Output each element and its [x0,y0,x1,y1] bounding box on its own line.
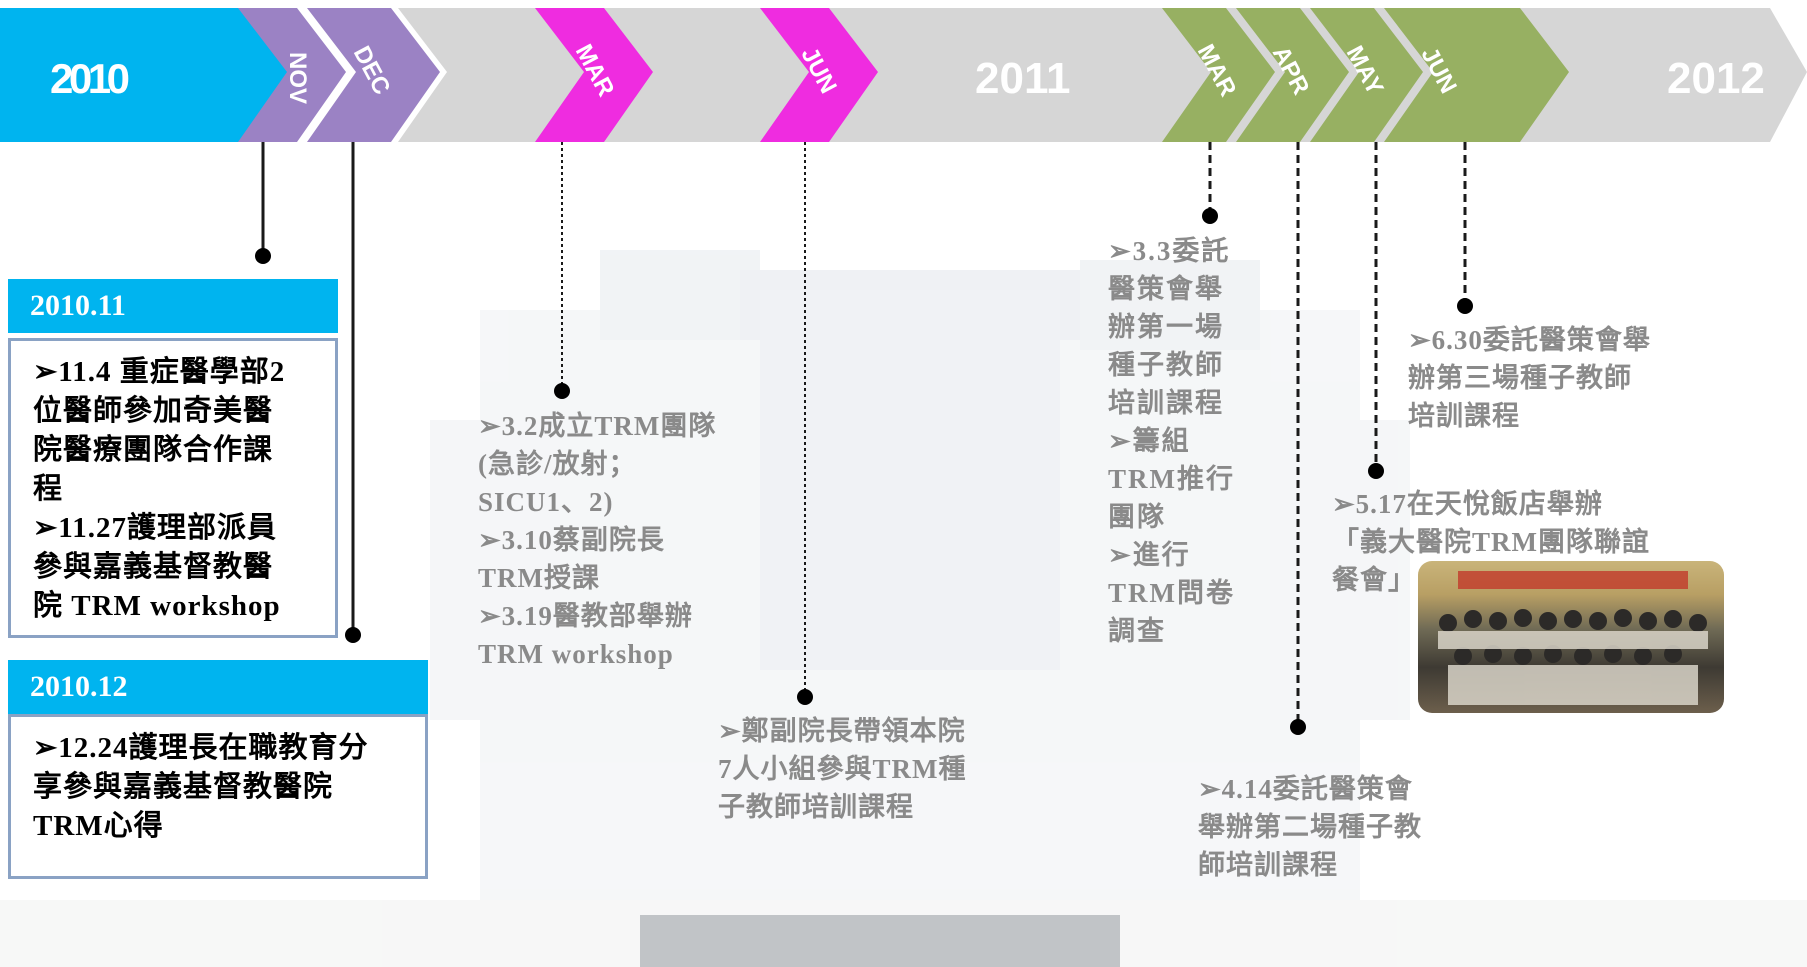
month-arrow-mar-2012 [1162,8,1275,142]
event-text-jun-2011: ➢鄭副院長帶領本院 7人小組參與TRM種 子教師培訓課程 [718,716,967,822]
event-text-jun-2012: ➢6.30委託醫策會舉 辦第三場種子教師 培訓課程 [1408,325,1651,431]
event-text-apr-2012: ➢4.14委託醫策會 舉辦第二場種子教 師培訓課程 [1198,774,1422,880]
month-arrow-dec [307,8,440,142]
background-building [0,250,1807,967]
dot-jun-2011 [797,689,813,705]
dot-mar-2011 [554,383,570,399]
dot-mar-2012 [1202,208,1218,224]
month-arrow-may-2012 [1310,8,1423,142]
year-2010-label: 2010 [50,55,130,102]
month-arrow-nov [238,8,346,142]
year-2012-label: 2012 [1667,54,1765,103]
month-arrow-jun-2012 [1384,8,1569,142]
dot-dec-2010 [345,627,361,643]
event-text-mar-2012: ➢3.3委託 醫策會舉 辦第一場 種子教師 培訓課程 ➢籌組 TRM推行 團隊 … [1108,236,1235,646]
year-band-2010 [0,8,297,142]
event-text-nov-2010: ➢11.4 重症醫學部2 位醫師參加奇美醫 院醫療團隊合作課 程 ➢11.27護… [33,356,286,622]
event-text-dec-2010: ➢12.24護理長在職教育分 享參與嘉義基督教醫院 TRM心得 [33,732,369,842]
dot-apr-2012 [1290,719,1306,735]
month-label-nov: NOV [284,52,311,104]
group-photo [1418,561,1724,713]
month-arrow-apr-2012 [1236,8,1349,142]
group-photo-figures [1438,571,1708,705]
dot-may-2012 [1368,463,1384,479]
connectors [255,142,1473,735]
event-box-nov-2010: ➢11.4 重症醫學部2 位醫師參加奇美醫 院醫療團隊合作課 程 ➢11.27護… [8,338,338,638]
month-arrow-mar-2011 [535,8,653,142]
month-arrow-jun-2011 [760,8,878,142]
timeline-bar: 2010 2011 2012 NOV DEC MAR JUN MAR APR M… [0,8,1807,142]
event-header-nov-2010: 2010.11 [8,279,338,333]
dot-nov-2010 [255,248,271,264]
event-header-dec-2010: 2010.12 [8,660,428,714]
event-box-dec-2010: ➢12.24護理長在職教育分 享參與嘉義基督教醫院 TRM心得 [8,714,428,879]
event-text-may-2012: ➢5.17在天悅飯店舉辦 「義大醫院TRM團隊聯誼 餐會」 [1332,489,1650,595]
year-2011-label: 2011 [975,54,1070,103]
dot-jun-2012 [1457,298,1473,314]
event-text-mar-2011: ➢3.2成立TRM團隊 (急診/放射； SICU1、2) ➢3.10蔡副院長 T… [478,411,717,669]
